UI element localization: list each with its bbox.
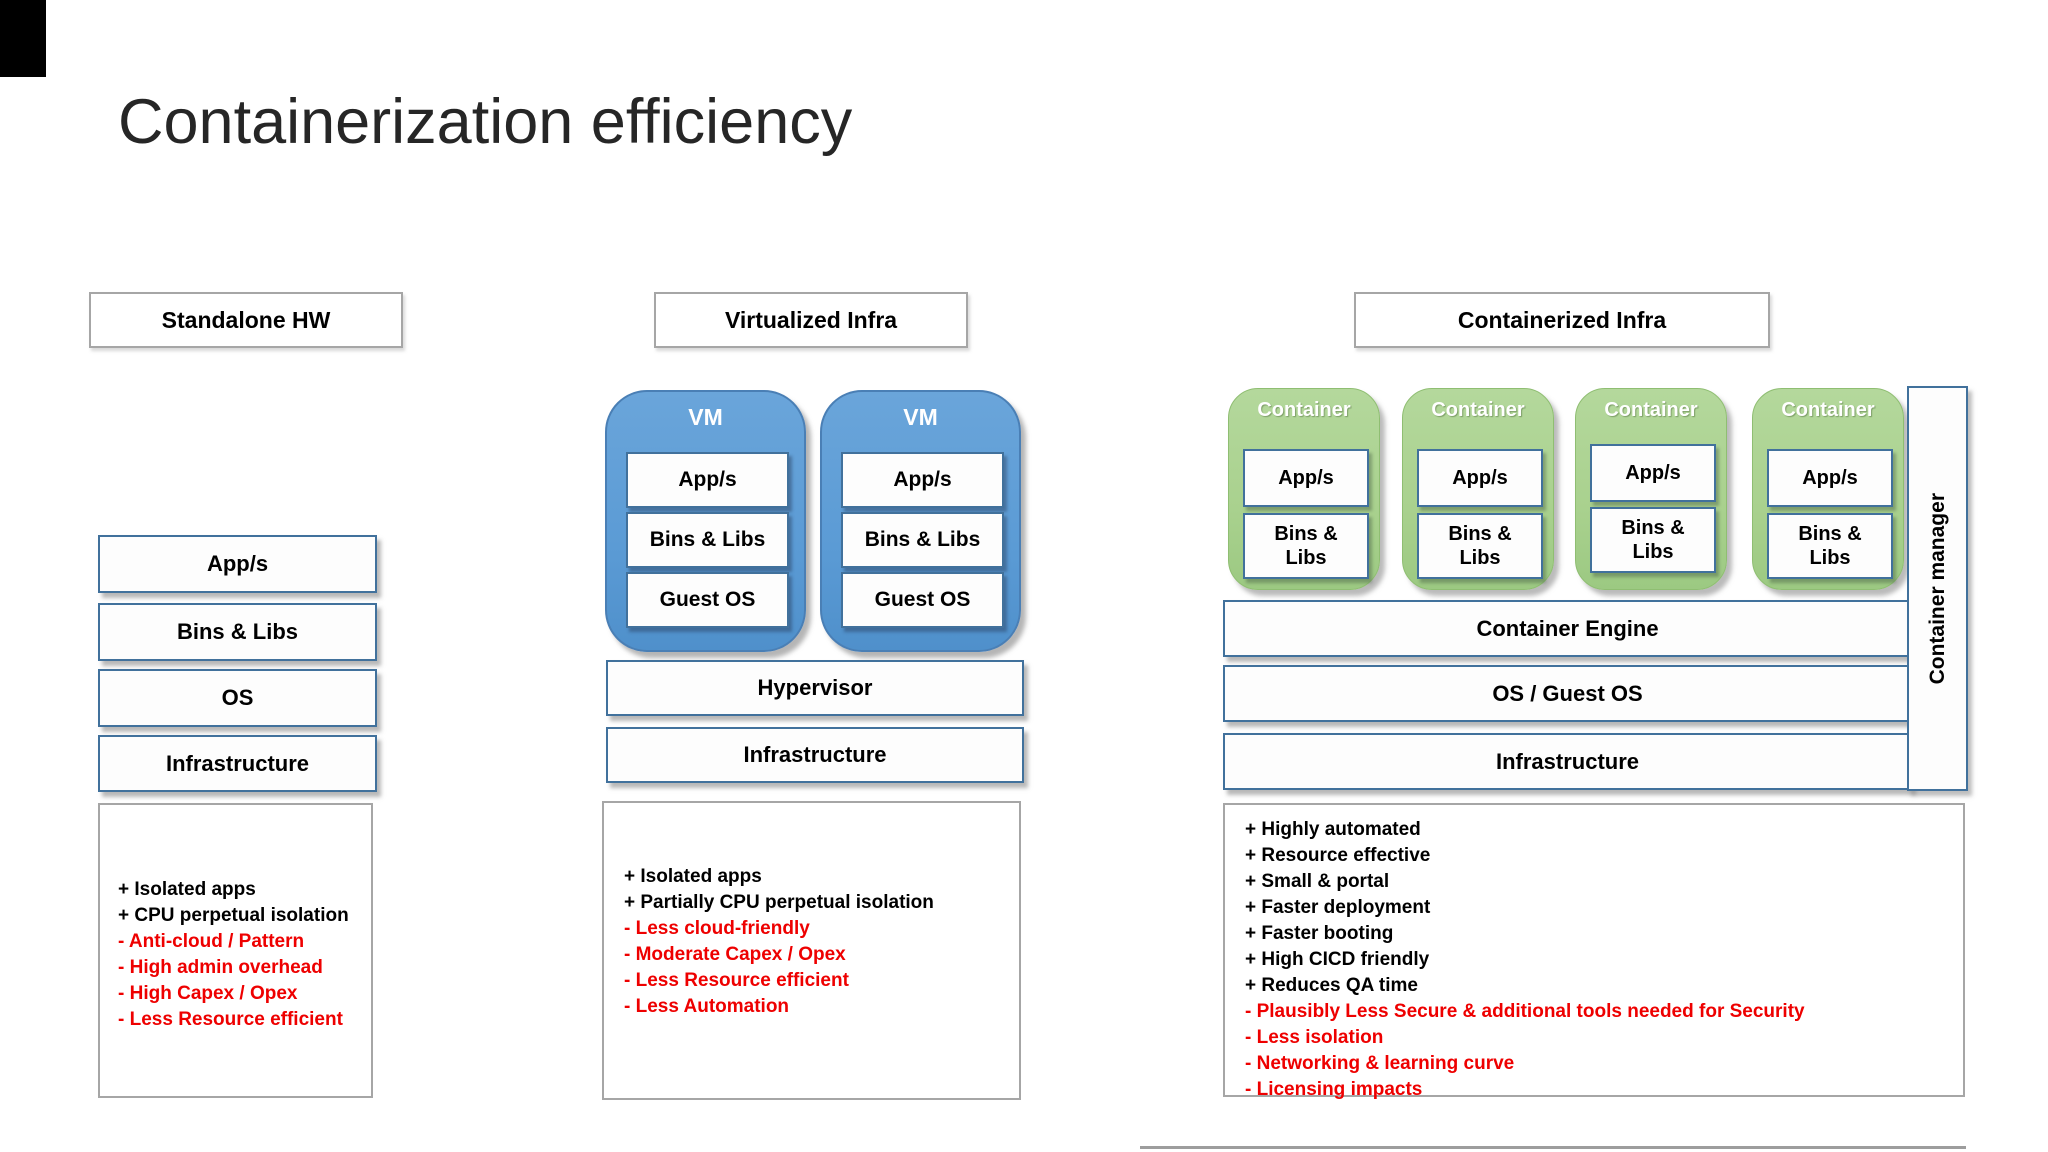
bottom-edge-artifact xyxy=(1140,1146,1966,1149)
os-guestos-box: OS / Guest OS xyxy=(1223,665,1912,722)
container-box: Container App/s Bins & Libs xyxy=(1575,388,1727,590)
container-label: Container xyxy=(1604,399,1698,421)
container-manager-label: Container manager xyxy=(1925,492,1949,685)
con-line: - Less isolation xyxy=(1245,1027,1384,1048)
container-engine-box: Container Engine xyxy=(1223,600,1912,657)
con-line: - Anti-cloud / Pattern xyxy=(118,931,305,952)
con-line: - High admin overhead xyxy=(118,957,323,978)
pro-line: + Faster booting xyxy=(1245,923,1394,944)
vm-box: VM App/s Bins & Libs Guest OS xyxy=(820,390,1021,652)
hypervisor-box: Hypervisor xyxy=(606,660,1024,716)
con-line: - Less Automation xyxy=(624,996,790,1017)
container-binslibs-box: Bins & Libs xyxy=(1417,513,1543,579)
pro-line: + Resource effective xyxy=(1245,845,1431,866)
pro-line: + Reduces QA time xyxy=(1245,975,1418,996)
con-line: - Less cloud-friendly xyxy=(624,918,810,939)
container-apps-box: App/s xyxy=(1417,449,1543,507)
vm-apps-box: App/s xyxy=(626,452,789,508)
container-box: Container App/s Bins & Libs xyxy=(1402,388,1554,590)
containerized-infrastructure-box: Infrastructure xyxy=(1223,733,1912,790)
con-line: - Plausibly Less Secure & additional too… xyxy=(1245,1001,1805,1022)
container-label: Container xyxy=(1257,399,1351,421)
virtualized-pros-cons-panel: + Isolated apps + Partially CPU perpetua… xyxy=(602,801,1021,1100)
con-line: - Less Resource efficient xyxy=(118,1009,343,1030)
container-label: Container xyxy=(1781,399,1875,421)
vm-label: VM xyxy=(688,404,723,430)
vm-apps-box: App/s xyxy=(841,452,1004,508)
container-apps-box: App/s xyxy=(1767,449,1893,507)
vm-label: VM xyxy=(903,404,938,430)
container-apps-box: App/s xyxy=(1590,444,1716,502)
con-line: - Networking & learning curve xyxy=(1245,1053,1515,1074)
con-line: - Moderate Capex / Opex xyxy=(624,944,846,965)
container-box: Container App/s Bins & Libs xyxy=(1752,388,1904,590)
standalone-pros-cons-panel: + Isolated apps + CPU perpetual isolatio… xyxy=(98,803,373,1098)
column-header-containerized: Containerized Infra xyxy=(1354,292,1770,348)
pro-line: + Isolated apps xyxy=(624,866,762,887)
column-header-virtualized: Virtualized Infra xyxy=(654,292,968,348)
container-manager-bar: Container manager xyxy=(1907,386,1968,791)
con-line: - High Capex / Opex xyxy=(118,983,298,1004)
top-left-artifact xyxy=(0,0,46,77)
container-apps-box: App/s xyxy=(1243,449,1369,507)
con-line: - Licensing impacts xyxy=(1245,1079,1423,1100)
standalone-binslibs-box: Bins & Libs xyxy=(98,603,377,661)
pro-line: + CPU perpetual isolation xyxy=(118,905,349,926)
virtualized-infrastructure-box: Infrastructure xyxy=(606,727,1024,783)
vm-box: VM App/s Bins & Libs Guest OS xyxy=(605,390,806,652)
container-box: Container App/s Bins & Libs xyxy=(1228,388,1380,590)
container-binslibs-box: Bins & Libs xyxy=(1243,513,1369,579)
pro-line: + High CICD friendly xyxy=(1245,949,1430,970)
column-header-standalone: Standalone HW xyxy=(89,292,403,348)
pro-line: + Partially CPU perpetual isolation xyxy=(624,892,934,913)
container-label: Container xyxy=(1431,399,1525,421)
vm-binslibs-box: Bins & Libs xyxy=(626,512,789,568)
standalone-infrastructure-box: Infrastructure xyxy=(98,735,377,792)
standalone-os-box: OS xyxy=(98,669,377,727)
container-binslibs-box: Bins & Libs xyxy=(1767,513,1893,579)
vm-guestos-box: Guest OS xyxy=(841,572,1004,628)
vm-binslibs-box: Bins & Libs xyxy=(841,512,1004,568)
pro-line: + Faster deployment xyxy=(1245,897,1431,918)
pro-line: + Highly automated xyxy=(1245,819,1421,840)
pro-line: + Isolated apps xyxy=(118,879,256,900)
con-line: - Less Resource efficient xyxy=(624,970,849,991)
standalone-apps-box: App/s xyxy=(98,535,377,593)
pro-line: + Small & portal xyxy=(1245,871,1390,892)
container-binslibs-box: Bins & Libs xyxy=(1590,507,1716,573)
containerized-pros-cons-panel: + Highly automated + Resource effective … xyxy=(1223,803,1965,1100)
vm-guestos-box: Guest OS xyxy=(626,572,789,628)
page-title: Containerization efficiency xyxy=(118,87,853,157)
